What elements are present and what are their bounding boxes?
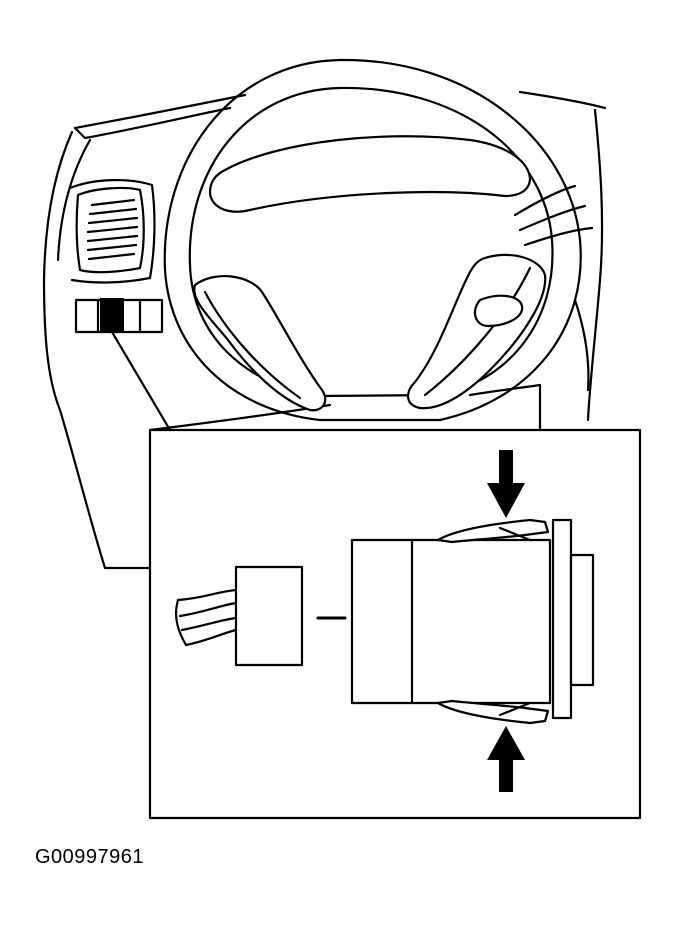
switch-face: [569, 553, 595, 687]
arrow-up-icon: [487, 726, 525, 792]
figure-id-label: G00997961: [35, 846, 145, 868]
retaining-clip-bottom: [436, 699, 550, 725]
switch-bezel: [551, 518, 573, 720]
inset-detail-box: [148, 428, 642, 820]
vent-louvers: [86, 198, 139, 261]
steering-wheel: [163, 58, 594, 422]
arrow-down-icon: [487, 450, 525, 518]
wire-connector: [175, 565, 304, 667]
switch-body: [350, 518, 595, 725]
instrument-panel: [42, 90, 607, 570]
retaining-clip-top: [436, 518, 550, 544]
highlighted-switch: [100, 298, 124, 332]
switch-bank: [74, 298, 172, 432]
air-vent: [68, 179, 156, 284]
